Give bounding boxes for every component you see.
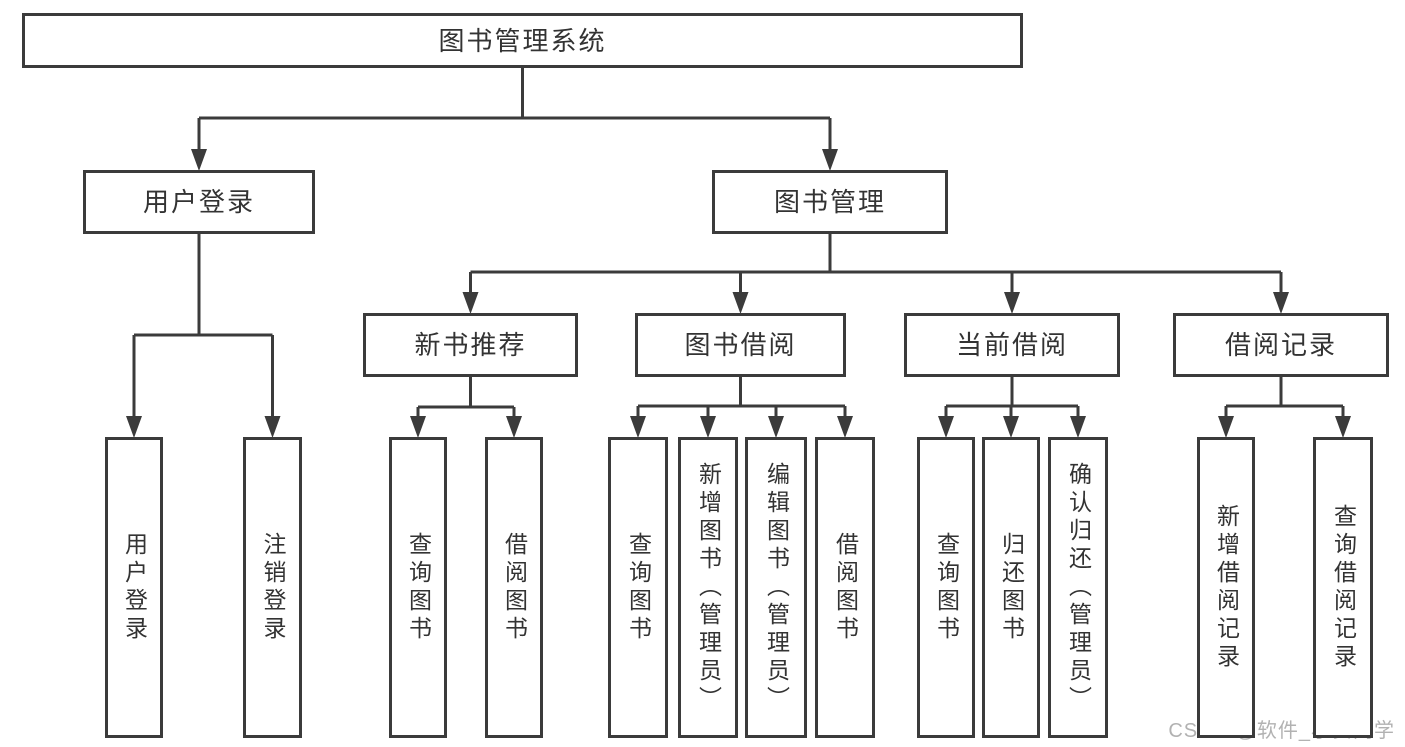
node-new-book-rec: 新书推荐	[363, 313, 578, 377]
node-root: 图书管理系统	[22, 13, 1023, 68]
node-label: 查询图书	[933, 531, 960, 644]
node-label: 查询借阅记录	[1330, 503, 1357, 672]
node-leaf-query-borrow-record: 查询借阅记录	[1313, 437, 1373, 738]
node-label: 查询图书	[625, 531, 652, 644]
node-label: 归还图书	[998, 531, 1025, 644]
node-label: 用户登录	[121, 531, 148, 644]
node-label: 新增图书（管理员）	[695, 461, 722, 714]
node-leaf-return-book: 归还图书	[982, 437, 1040, 738]
node-label: 确认归还（管理员）	[1065, 461, 1092, 714]
node-borrow-records: 借阅记录	[1173, 313, 1389, 377]
node-leaf-edit-book: 编辑图书（管理员）	[745, 437, 807, 738]
node-leaf-user-login: 用户登录	[105, 437, 163, 738]
node-label: 图书管理系统	[438, 25, 607, 56]
node-leaf-add-book: 新增图书（管理员）	[678, 437, 738, 738]
node-book-borrow: 图书借阅	[635, 313, 846, 377]
node-label: 用户登录	[142, 187, 255, 217]
node-leaf-add-borrow-record: 新增借阅记录	[1197, 437, 1255, 738]
node-label: 借阅图书	[501, 531, 528, 644]
node-leaf-query-book-rec: 查询图书	[389, 437, 447, 738]
node-label: 编辑图书（管理员）	[763, 461, 790, 714]
node-leaf-borrow-book-rec: 借阅图书	[485, 437, 543, 738]
node-label: 当前借阅	[955, 330, 1068, 360]
node-leaf-borrow-book-borrow: 借阅图书	[815, 437, 875, 738]
node-leaf-query-book-current: 查询图书	[917, 437, 975, 738]
node-leaf-confirm-return: 确认归还（管理员）	[1048, 437, 1108, 738]
node-label: 新增借阅记录	[1213, 503, 1240, 672]
node-label: 图书管理	[773, 187, 886, 217]
node-book-mgmt: 图书管理	[712, 170, 948, 234]
node-current-borrow: 当前借阅	[904, 313, 1120, 377]
node-label: 查询图书	[405, 531, 432, 644]
node-label: 借阅图书	[832, 531, 859, 644]
node-leaf-query-book-borrow: 查询图书	[608, 437, 668, 738]
node-label: 图书借阅	[684, 330, 797, 360]
node-label: 注销登录	[260, 531, 286, 644]
node-label: 借阅记录	[1224, 330, 1337, 360]
node-user-login: 用户登录	[83, 170, 315, 234]
node-leaf-logout: 注销登录	[243, 437, 302, 738]
node-label: 新书推荐	[414, 330, 527, 360]
